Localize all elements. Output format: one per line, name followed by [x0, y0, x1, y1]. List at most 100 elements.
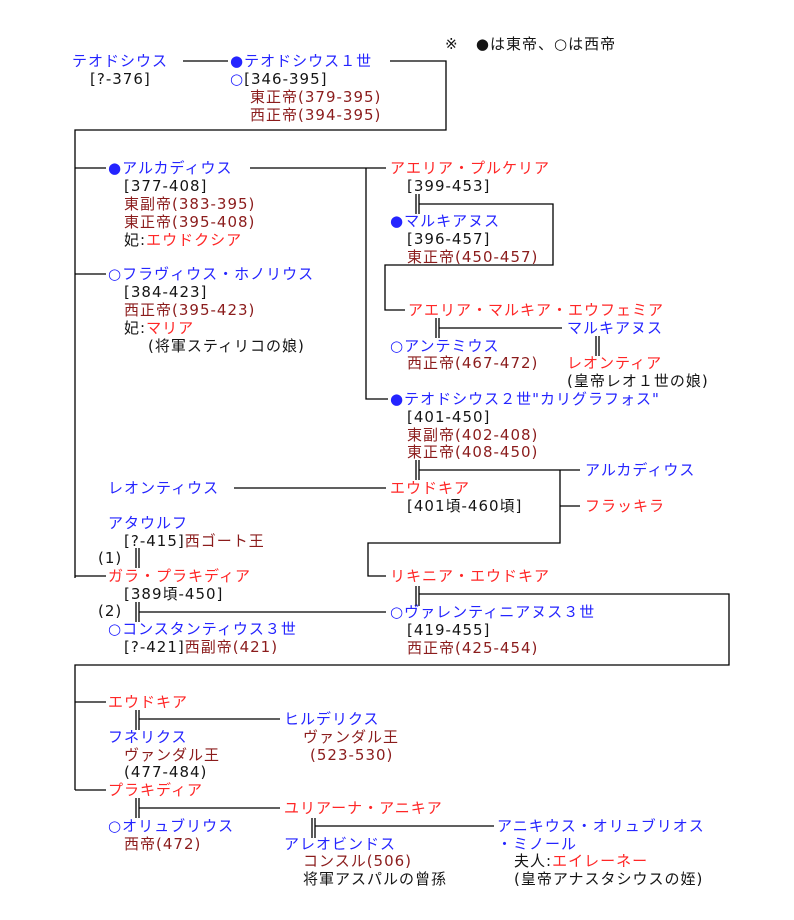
west-emperor-marker-icon: ○	[108, 817, 123, 835]
person-dates: (523-530)	[310, 746, 394, 764]
person-title: コンスル(506)	[303, 852, 413, 870]
person-name: エウドキア	[108, 693, 189, 711]
person-theodosius1: ●テオドシウス１世	[230, 52, 372, 70]
person-name: アニキウス・オリュブリオス	[497, 817, 705, 835]
person-title: 西正帝(394-395)	[250, 106, 382, 124]
spouse-prefix: 夫人:	[514, 852, 553, 870]
person-title: 東正帝(450-457)	[407, 248, 539, 266]
person-name: アエリア・プルケリア	[390, 159, 551, 177]
person-dates: [401頃-460頃]	[407, 497, 523, 515]
person-dates-title: [?-415]西ゴート王	[124, 532, 265, 550]
marriage-theodosius2-eudocia	[367, 460, 580, 577]
person-marcianus: ●マルキアヌス	[390, 212, 500, 230]
person-valentinian3: ○ヴァレンティニアヌス３世	[390, 603, 595, 621]
marriage-ataulf-galla	[135, 548, 140, 568]
person-title: 西正帝(467-472)	[407, 354, 539, 372]
person-name: フラッキラ	[585, 497, 666, 515]
person-name: ヒルデリクス	[284, 710, 380, 728]
person-name: オリュブリウス	[122, 817, 235, 835]
west-emperor-marker-icon: ○	[108, 265, 123, 283]
person-name: リキニア・エウドキア	[390, 567, 551, 585]
person-dates: [377-408]	[124, 177, 208, 195]
person-name: アルカディウス	[122, 159, 233, 177]
west-emperor-marker-icon: ○	[108, 620, 123, 638]
person-anthemius: ○アンテミウス	[390, 337, 500, 355]
person-spouse: 妃:マリア	[124, 319, 194, 337]
person-title: ヴァンダル王	[303, 728, 400, 746]
person-note: 将軍アスパルの曾孫	[303, 870, 448, 888]
person-name: フラヴィウス・ホノリウス	[122, 265, 315, 283]
person-note: (皇帝レオ１世の娘)	[567, 372, 709, 390]
marriage-galla-constantius	[135, 602, 386, 622]
person-name: マルキアヌス	[567, 319, 664, 337]
west-emperor-marker-icon: ○	[554, 35, 569, 53]
legend-note-mark: ※	[445, 35, 459, 53]
person-dates: [389頃-450]	[124, 585, 224, 603]
person-title: 西ゴート王	[184, 532, 265, 550]
person-olybrius: ○オリュブリウス	[108, 817, 234, 835]
person-dates-title: [?-421]西副帝(421)	[124, 638, 278, 656]
person-name: エウドキア	[390, 479, 471, 497]
west-emperor-marker-icon: ○	[390, 603, 405, 621]
marriage-juliana-areobindus	[311, 818, 494, 838]
marriage-eudocia-huneric	[135, 710, 280, 730]
marriage-euphemia-anthemius	[435, 318, 562, 338]
person-dates: [419-455]	[407, 621, 491, 639]
person-note: (将軍スティリコの娘)	[148, 337, 305, 355]
person-title: 東正帝(379-395)	[250, 88, 382, 106]
person-dates: (477-484)	[124, 763, 208, 781]
spouse-name: マリア	[146, 319, 195, 337]
person-title: 東副帝(402-408)	[407, 426, 539, 444]
west-emperor-marker-icon: ○	[230, 70, 245, 88]
east-emperor-marker-icon: ●	[390, 390, 405, 408]
person-title: ヴァンダル王	[124, 746, 221, 764]
person-name: テオドシウス	[72, 52, 169, 70]
east-emperor-marker-icon: ●	[475, 35, 490, 53]
marriage-marcianus-leontia	[595, 336, 600, 356]
person-dates: [?-376]	[90, 70, 151, 88]
spouse-name: エウドクシア	[146, 231, 243, 249]
person-name: フネリクス	[108, 728, 188, 746]
person-name-cont: ・ミノール	[497, 835, 578, 853]
marriage-order: (2)	[98, 602, 123, 620]
person-name: ヴァレンティニアヌス３世	[404, 603, 596, 621]
person-honorius: ○フラヴィウス・ホノリウス	[108, 265, 314, 283]
person-title: 東副帝(383-395)	[124, 195, 256, 213]
person-arcadius: ●アルカディウス	[108, 159, 232, 177]
person-spouse: 妃:エウドクシア	[124, 231, 242, 249]
east-emperor-marker-icon: ●	[108, 159, 123, 177]
person-dates: [401-450]	[407, 408, 491, 426]
person-note: (皇帝アナスタシウスの姪)	[514, 870, 704, 888]
person-name: アンテミウス	[404, 337, 500, 355]
person-title: 東正帝(408-450)	[407, 443, 539, 461]
person-name: プラキディア	[108, 781, 203, 799]
person-title: 西副帝(421)	[184, 638, 279, 656]
person-name: アタウルフ	[108, 514, 189, 532]
marriage-order: (1)	[98, 549, 123, 567]
person-constantius3: ○コンスタンティウス３世	[108, 620, 297, 638]
person-spouse: 夫人:エイレーネー	[514, 852, 648, 870]
person-name: コンスタンティウス３世	[122, 620, 297, 638]
marriage-licinia-valentinian	[74, 586, 730, 791]
person-name: マルキアヌス	[404, 212, 501, 230]
spouse-prefix: 妃:	[124, 319, 147, 337]
legend-west-label: は西帝	[568, 35, 617, 53]
person-name: レオンティア	[567, 354, 663, 372]
person-name: アレオビンドス	[284, 835, 397, 853]
spouse-prefix: 妃:	[124, 231, 147, 249]
person-name: レオンティウス	[108, 479, 220, 497]
person-theodosius2: ●テオドシウス２世"カリグラフォス"	[390, 390, 660, 408]
person-name: アルカディウス	[585, 461, 696, 479]
legend: ※ ●は東帝、○は西帝	[445, 35, 616, 53]
person-title: 東正帝(395-408)	[124, 213, 256, 231]
person-dates: [384-423]	[124, 283, 208, 301]
west-emperor-marker-icon: ○	[390, 337, 405, 355]
person-name: アエリア・マルキア・エウフェミア	[408, 301, 665, 319]
person-dates: [396-457]	[407, 230, 491, 248]
line-arcadius-children	[250, 167, 388, 400]
east-emperor-marker-icon: ●	[390, 212, 405, 230]
person-dates-row: ○[346-395]	[230, 70, 327, 88]
person-title: 西正帝(425-454)	[407, 639, 539, 657]
